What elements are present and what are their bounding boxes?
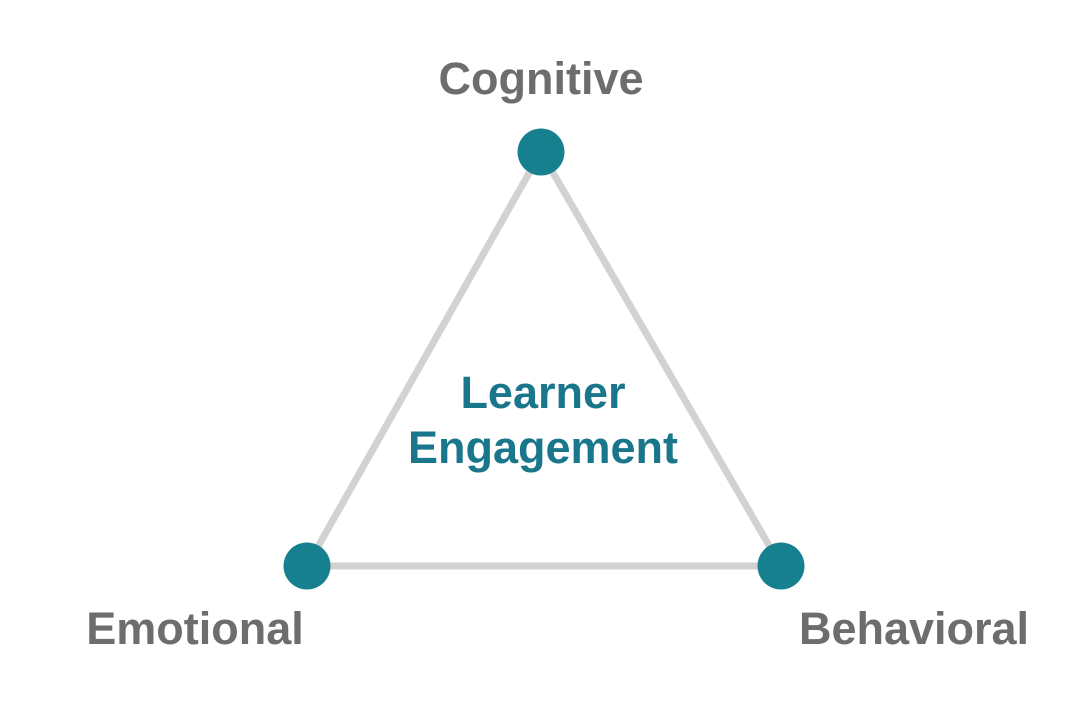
vertex-dot-cognitive [517, 128, 565, 176]
vertex-label-behavioral: Behavioral [798, 603, 1030, 654]
center-label-line1: Learner [460, 367, 626, 418]
center-label: Learner Engagement [408, 365, 678, 475]
vertex-dot-behavioral [757, 542, 805, 590]
vertex-label-emotional: Emotional [86, 603, 304, 654]
edge-cognitive-behavioral [537, 148, 785, 570]
vertex-dot-emotional [283, 542, 331, 590]
center-label-line2: Engagement [407, 422, 679, 473]
edge-cognitive-emotional [303, 148, 545, 570]
vertex-label-cognitive: Cognitive [438, 53, 644, 104]
